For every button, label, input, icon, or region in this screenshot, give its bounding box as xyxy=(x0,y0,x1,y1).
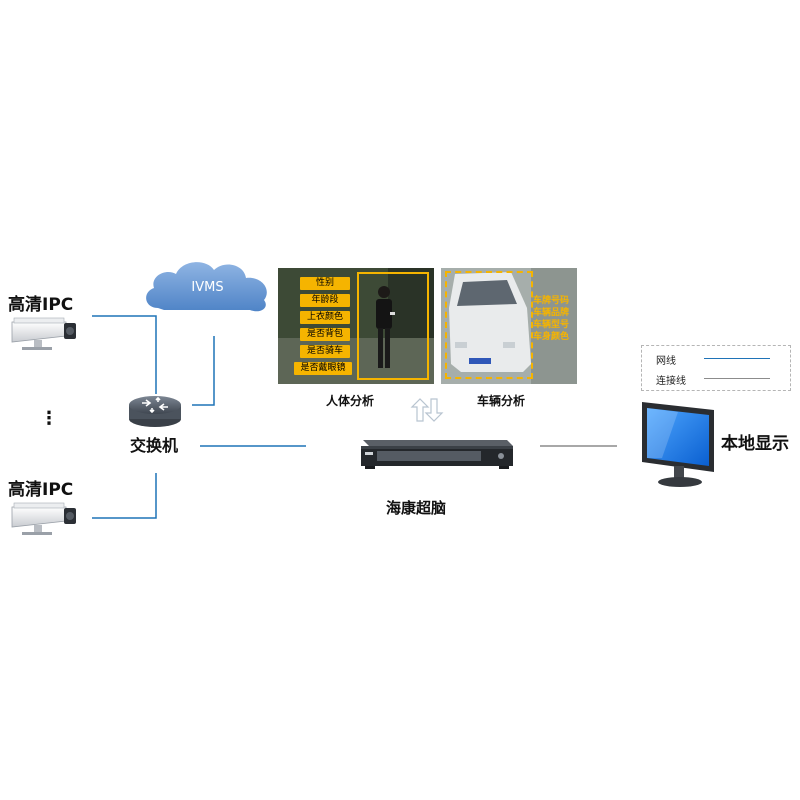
legend-connect-swatch xyxy=(704,378,770,379)
camera-2-label: 高清IPC xyxy=(8,480,74,500)
legend: 网线 连接线 xyxy=(641,345,791,391)
nvr-device xyxy=(357,432,517,472)
vehicle-analysis-caption: 车辆分析 xyxy=(477,394,526,408)
legend-network-swatch xyxy=(704,358,770,359)
network-line-camera2 xyxy=(92,473,157,519)
camera-1: 高清IPC xyxy=(8,290,98,360)
human-tag: 是否戴眼镜 xyxy=(294,362,352,375)
vehicle-detection-box xyxy=(445,271,533,379)
camera-icon xyxy=(11,502,76,535)
cloud-icon xyxy=(146,262,267,312)
vehicle-analysis-panel: 车牌号码 车辆品牌 车辆型号 车身颜色 xyxy=(441,268,577,384)
legend-connect-label: 连接线 xyxy=(656,376,686,387)
switch-icon xyxy=(129,396,181,427)
network-line-cloud xyxy=(192,336,215,406)
cloud-label: IVMS xyxy=(191,280,224,295)
nvr-label: 海康超脑 xyxy=(386,499,447,517)
vehicle-tag: 车辆型号 xyxy=(533,320,570,330)
vehicle-tag: 车身颜色 xyxy=(533,332,570,342)
human-tag: 是否背包 xyxy=(300,328,350,341)
human-tag: 性别 xyxy=(300,277,350,290)
switch-label: 交换机 xyxy=(130,436,179,455)
camera-1-label: 高清IPC xyxy=(8,295,74,315)
network-switch xyxy=(128,393,188,433)
vehicle-tag: 车辆品牌 xyxy=(533,308,570,318)
vehicle-tag: 车牌号码 xyxy=(533,296,570,306)
human-tag: 上衣颜色 xyxy=(300,311,350,324)
human-analysis-caption: 人体分析 xyxy=(326,394,375,408)
local-monitor xyxy=(638,400,718,490)
person-detection-box xyxy=(357,272,429,380)
nvr-icon xyxy=(361,440,513,469)
human-tag: 是否骑车 xyxy=(300,345,350,358)
vehicle-scene xyxy=(441,268,577,384)
human-analysis-panel: 性别 年龄段 上衣颜色 是否背包 是否骑车 是否戴眼镜 xyxy=(278,268,434,384)
camera-2: 高清IPC xyxy=(8,475,98,545)
legend-network-label: 网线 xyxy=(656,356,676,367)
monitor-label: 本地显示 xyxy=(721,434,789,454)
data-flow-arrows xyxy=(410,398,444,422)
network-line-camera1 xyxy=(92,315,157,394)
human-tag: 年龄段 xyxy=(300,294,350,307)
more-cameras-ellipsis: ⋮ xyxy=(40,408,58,429)
monitor-icon xyxy=(642,402,714,487)
camera-icon xyxy=(11,317,76,350)
ivms-cloud: IVMS xyxy=(140,256,275,318)
